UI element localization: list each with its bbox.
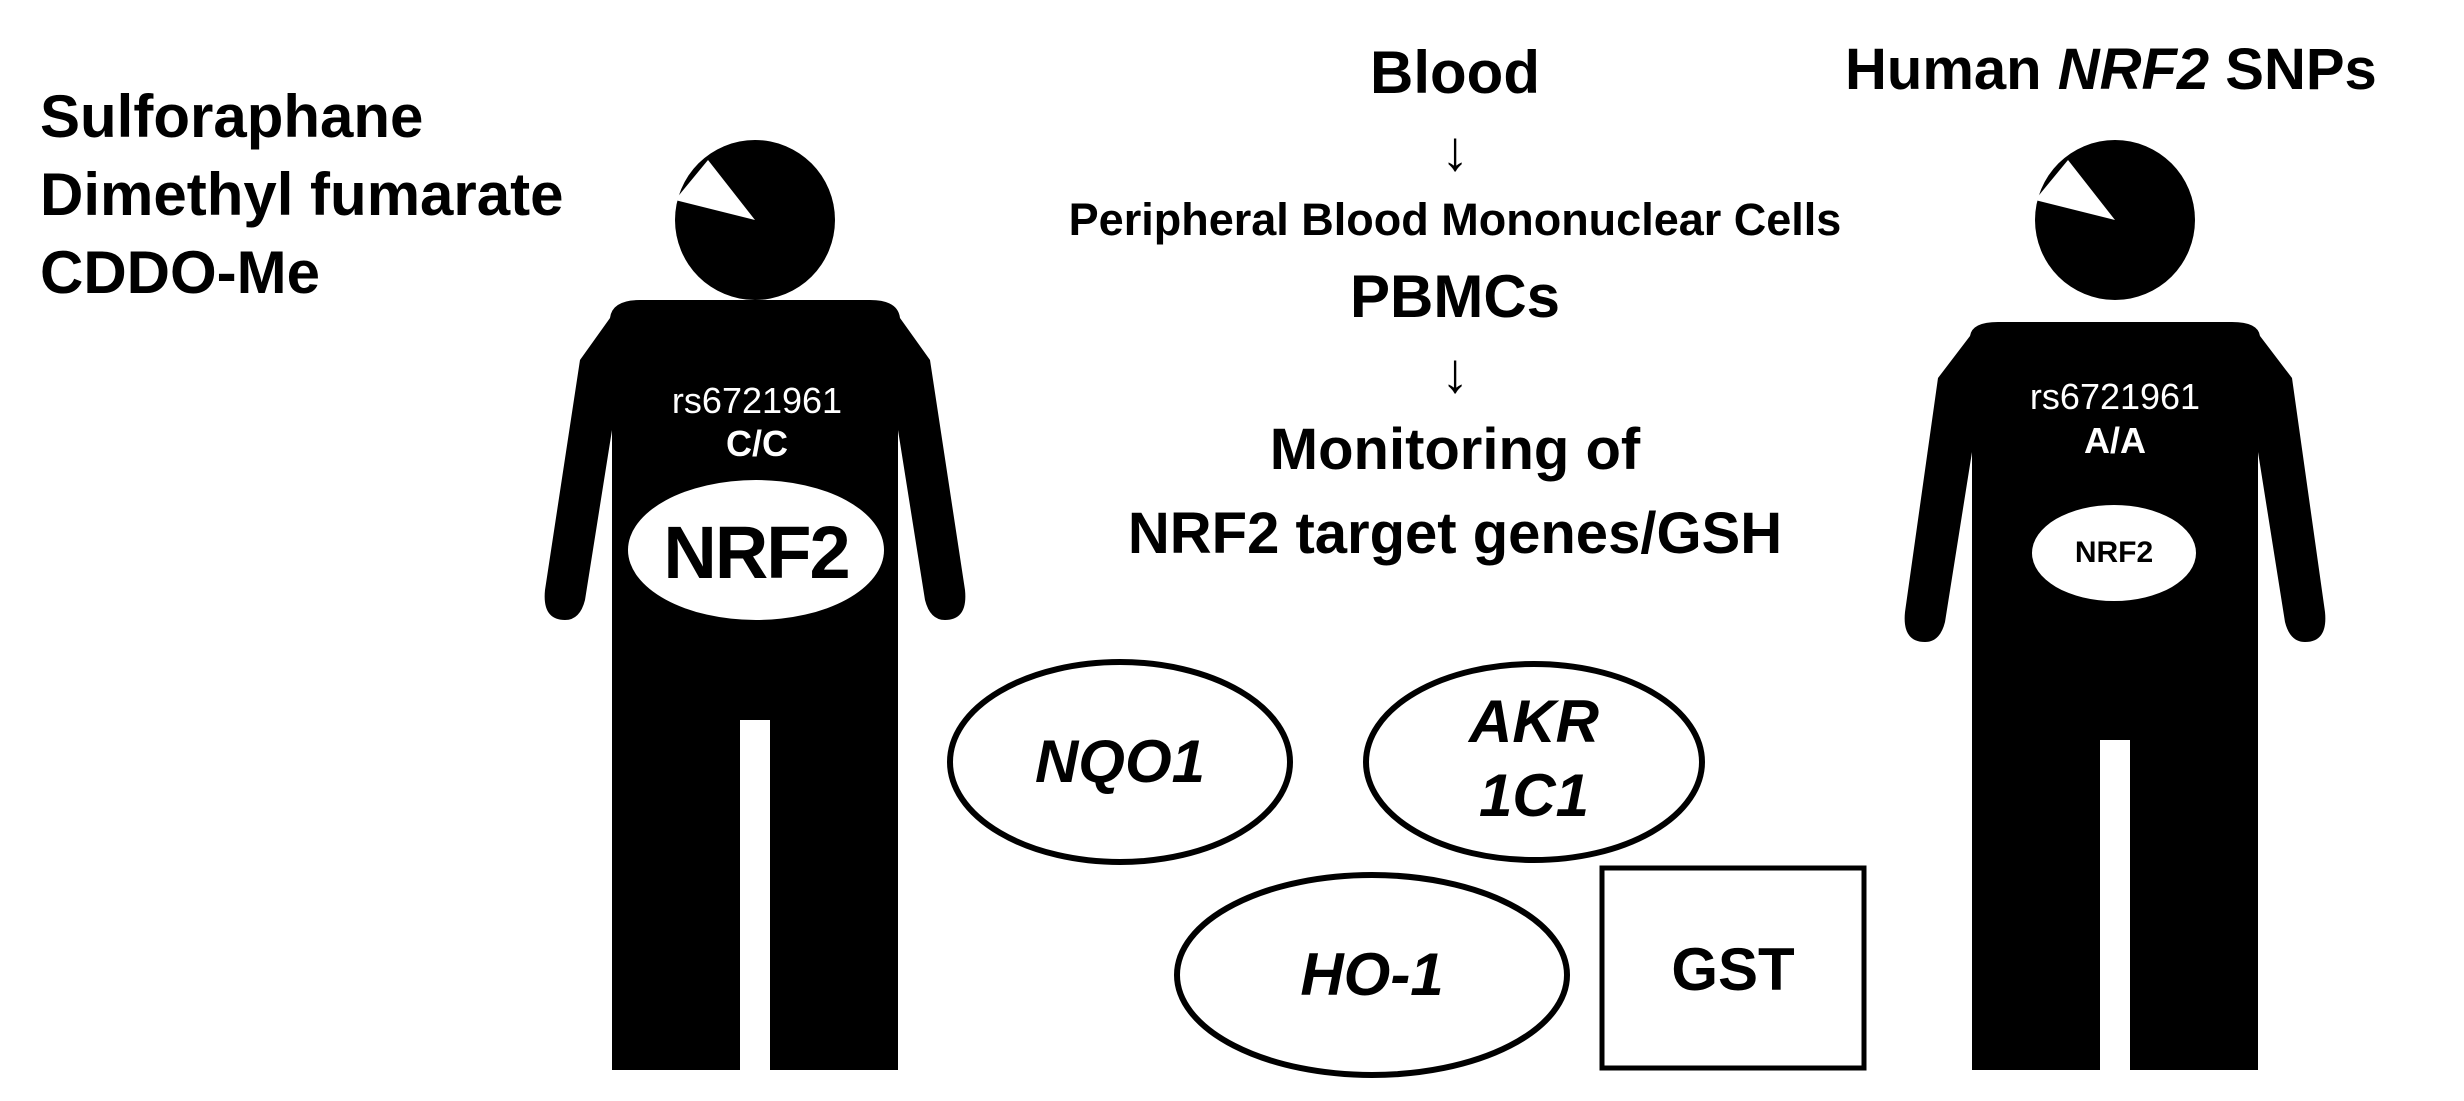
flow-step-blood: Blood [1370,39,1540,106]
gst-box [1599,865,1867,1071]
left-head-pie-cutout [675,160,755,220]
compound-dimethyl-fumarate: Dimethyl fumarate [40,161,564,228]
right-person-figure [1904,140,2326,1070]
flow-arrow-1: ↓ [1441,119,1469,182]
right-genotype: A/A [2084,420,2146,461]
ho1-ellipse [1174,872,1570,1078]
right-nrf2-label: NRF2 [2074,536,2154,569]
flow-step-pbmc-full: Peripheral Blood Mononuclear Cells [1068,194,1842,245]
compound-cddo-me: CDDO-Me [40,239,320,306]
right-title-gene: NRF2 [2057,37,2210,102]
right-snp-id: rs6721961 [2029,376,2201,417]
left-body [544,300,966,1070]
left-genotype: C/C [726,423,788,464]
flow-step-target-genes: NRF2 target genes/GSH [1127,501,1783,566]
compound-list: Sulforaphane Dimethyl fumarate CDDO-Me [40,78,563,312]
right-head-pie-cutout [2035,160,2115,220]
flow-step-monitoring: Monitoring of [1269,417,1641,482]
right-body [1904,322,2326,1070]
right-nrf2-ellipse [2032,505,2196,601]
left-person-figure [544,140,966,1070]
compound-sulforaphane: Sulforaphane [40,83,424,150]
right-title: Human NRF2 SNPs [1845,37,2377,102]
left-nrf2-label: NRF2 [663,511,850,594]
akr1c1-ellipse [1363,661,1705,863]
gene-ho1-label: HO-1 [1300,941,1444,1008]
flow-arrow-2: ↓ [1441,341,1469,404]
left-nrf2-ellipse [628,480,884,620]
gene-akr1c1-label: AKR 1C1 [1469,688,1599,829]
left-snp-id: rs6721961 [671,380,843,421]
nqo1-ellipse [947,659,1293,865]
gene-nqo1-label: NQO1 [1034,728,1206,795]
flow-step-pbmcs: PBMCs [1349,263,1561,330]
gene-gst-label: GST [1671,936,1795,1003]
